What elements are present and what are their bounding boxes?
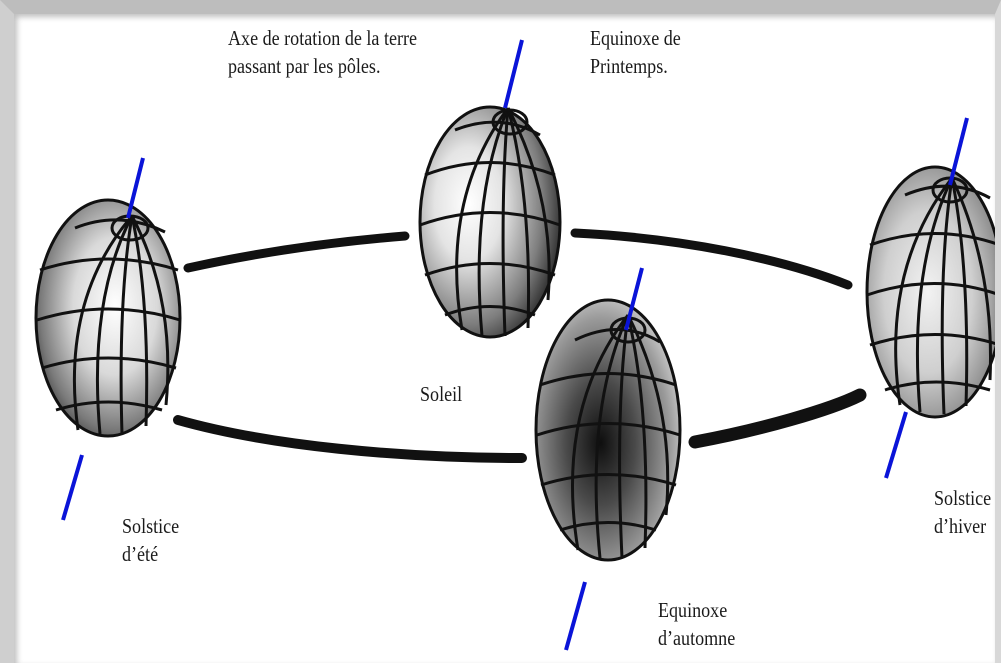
orbit-arc-upper-right — [570, 228, 853, 290]
summer-solstice-label: Solstice d’été — [122, 512, 179, 568]
axis-label: Axe de rotation de la terre passant par … — [228, 24, 417, 80]
axis-label-line2: passant par les pôles. — [228, 54, 381, 78]
axis-label-line1: Axe de rotation de la terre — [228, 26, 418, 50]
orbit-arc-upper-left — [183, 231, 410, 273]
autumn-equinox-label-line1: Equinoxe — [658, 598, 728, 622]
spring-equinox-label: Equinoxe de Printemps. — [590, 24, 681, 80]
spring-equinox-label-line1: Equinoxe de — [590, 26, 681, 50]
winter-solstice-label-line2: d’hiver — [934, 514, 987, 538]
sun-label: Soleil — [420, 380, 462, 408]
winter-solstice-label: Solstice d’hiver — [934, 484, 991, 540]
winter-solstice-label-line1: Solstice — [934, 486, 992, 510]
summer-solstice-label-line2: d’été — [122, 542, 159, 566]
summer-solstice-label-line1: Solstice — [122, 514, 180, 538]
globe-winter-solstice — [865, 117, 1001, 479]
globe-summer-solstice — [34, 157, 182, 521]
autumn-equinox-label-line2: d’automne — [658, 626, 736, 650]
orbit-arc-lower-right — [688, 388, 867, 449]
globe-autumn-equinox — [534, 267, 682, 651]
autumn-equinox-label: Equinoxe d’automne — [658, 596, 735, 652]
spring-equinox-label-line2: Printemps. — [590, 54, 668, 78]
orbit-arc-lower-left — [173, 415, 527, 463]
sun-label-text: Soleil — [420, 382, 463, 406]
globe-spring-equinox — [418, 39, 562, 339]
